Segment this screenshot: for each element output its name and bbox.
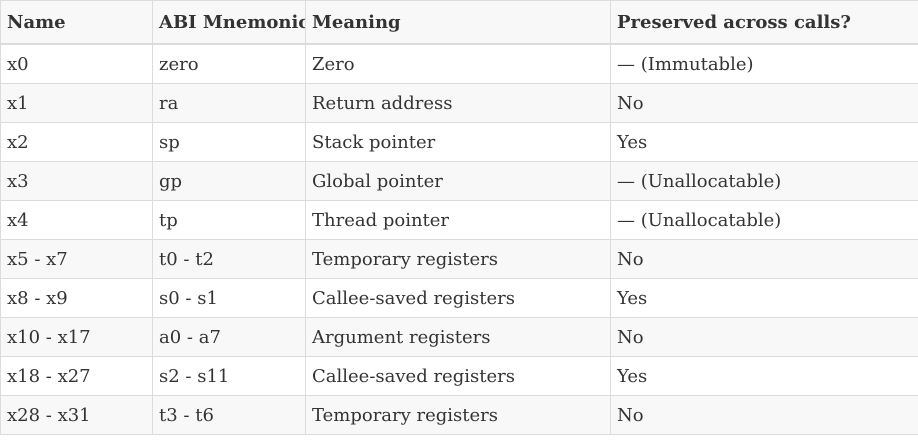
cell-name: x2 [0, 122, 153, 162]
cell-meaning: Temporary registers [305, 239, 611, 279]
cell-name: x18 - x27 [0, 356, 153, 396]
cell-abi-mnemonic: ra [152, 83, 306, 123]
cell-preserved: Yes [610, 278, 918, 318]
cell-preserved: — (Immutable) [610, 43, 918, 84]
cell-preserved: — (Unallocatable) [610, 200, 918, 240]
header-preserved: Preserved across calls? [610, 0, 918, 45]
cell-abi-mnemonic: tp [152, 200, 306, 240]
cell-preserved: No [610, 83, 918, 123]
cell-meaning: Thread pointer [305, 200, 611, 240]
cell-name: x5 - x7 [0, 239, 153, 279]
cell-preserved: Yes [610, 356, 918, 396]
cell-preserved: No [610, 395, 918, 435]
cell-abi-mnemonic: gp [152, 161, 306, 201]
table-row: x3 gp Global pointer — (Unallocatable) [0, 161, 918, 201]
cell-meaning: Zero [305, 43, 611, 84]
table-body: x0 zero Zero — (Immutable) x1 ra Return … [0, 43, 918, 435]
cell-meaning: Callee-saved registers [305, 356, 611, 396]
table-row: x2 sp Stack pointer Yes [0, 122, 918, 162]
cell-meaning: Stack pointer [305, 122, 611, 162]
header-meaning: Meaning [305, 0, 611, 45]
cell-meaning: Callee-saved registers [305, 278, 611, 318]
cell-abi-mnemonic: zero [152, 43, 306, 84]
cell-name: x1 [0, 83, 153, 123]
table-header: Name ABI Mnemonic Meaning Preserved acro… [0, 0, 918, 45]
cell-name: x3 [0, 161, 153, 201]
header-abi-mnemonic: ABI Mnemonic [152, 0, 306, 45]
cell-preserved: No [610, 317, 918, 357]
table-row: x5 - x7 t0 - t2 Temporary registers No [0, 239, 918, 279]
cell-meaning: Temporary registers [305, 395, 611, 435]
table-row: x28 - x31 t3 - t6 Temporary registers No [0, 395, 918, 435]
cell-abi-mnemonic: s0 - s1 [152, 278, 306, 318]
table-row: x4 tp Thread pointer — (Unallocatable) [0, 200, 918, 240]
cell-name: x8 - x9 [0, 278, 153, 318]
cell-preserved: Yes [610, 122, 918, 162]
table-row: x8 - x9 s0 - s1 Callee-saved registers Y… [0, 278, 918, 318]
cell-meaning: Return address [305, 83, 611, 123]
table-row: x0 zero Zero — (Immutable) [0, 43, 918, 84]
cell-name: x0 [0, 43, 153, 84]
cell-abi-mnemonic: t3 - t6 [152, 395, 306, 435]
cell-abi-mnemonic: a0 - a7 [152, 317, 306, 357]
header-name: Name [0, 0, 153, 45]
table-row: x18 - x27 s2 - s11 Callee-saved register… [0, 356, 918, 396]
cell-name: x28 - x31 [0, 395, 153, 435]
cell-abi-mnemonic: sp [152, 122, 306, 162]
cell-meaning: Argument registers [305, 317, 611, 357]
cell-preserved: — (Unallocatable) [610, 161, 918, 201]
cell-meaning: Global pointer [305, 161, 611, 201]
cell-name: x10 - x17 [0, 317, 153, 357]
table-row: x10 - x17 a0 - a7 Argument registers No [0, 317, 918, 357]
register-table: Name ABI Mnemonic Meaning Preserved acro… [0, 0, 918, 435]
cell-abi-mnemonic: s2 - s11 [152, 356, 306, 396]
cell-preserved: No [610, 239, 918, 279]
cell-name: x4 [0, 200, 153, 240]
header-row: Name ABI Mnemonic Meaning Preserved acro… [0, 0, 918, 45]
table-row: x1 ra Return address No [0, 83, 918, 123]
cell-abi-mnemonic: t0 - t2 [152, 239, 306, 279]
